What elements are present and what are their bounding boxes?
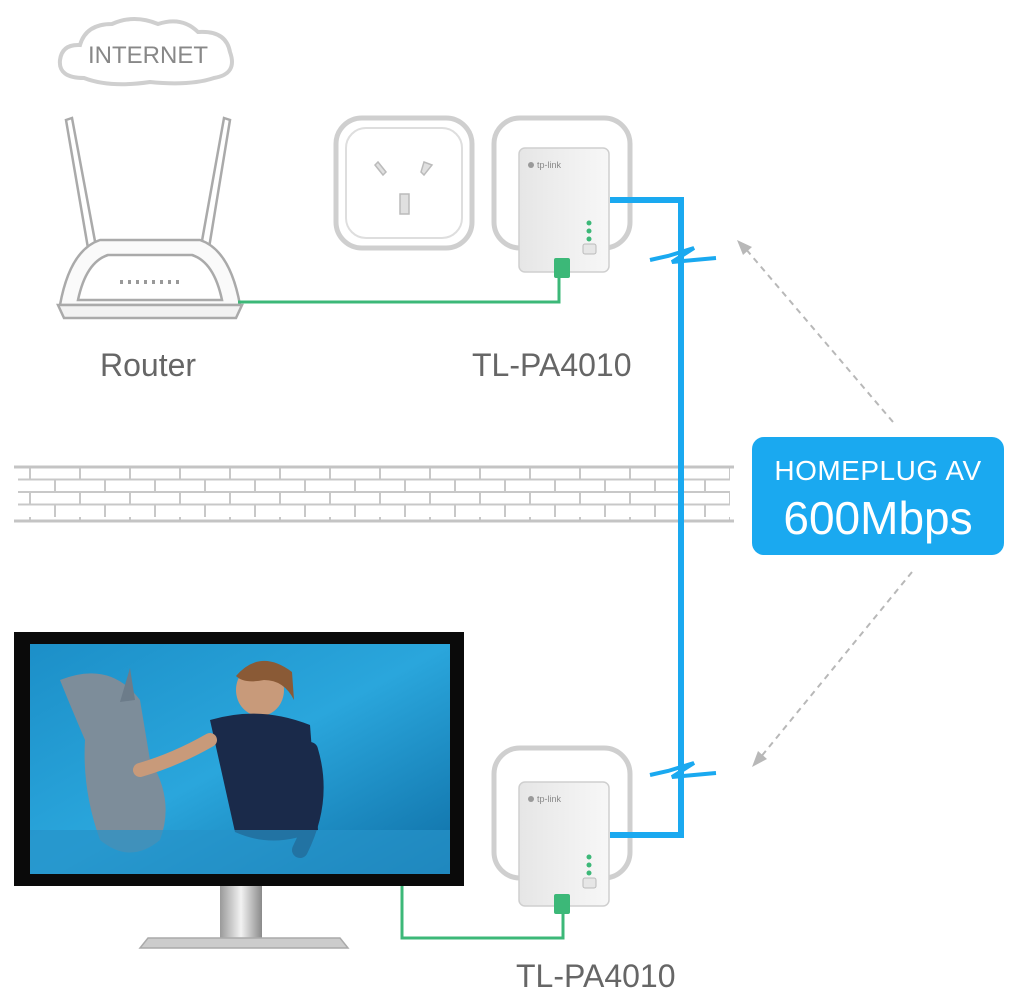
adapter-top-label: TL-PA4010 <box>472 347 632 383</box>
homeplug-speed-badge: HOMEPLUG AV 600Mbps <box>752 437 1004 555</box>
badge-speed: 600Mbps <box>783 492 973 544</box>
adapter-brand-bottom: tp-link <box>537 794 562 804</box>
router-label: Router <box>100 347 197 383</box>
powerline-adapter-icon-bottom <box>491 745 633 914</box>
tv-screen-scene <box>30 660 450 874</box>
internet-label: INTERNET <box>88 42 208 69</box>
powerline-connection <box>610 197 684 838</box>
brick-wall <box>14 465 734 523</box>
lightning-zigzag-icon-top <box>649 246 717 264</box>
dashed-arrow-bottom <box>752 571 913 767</box>
powerline-adapter-icon-top <box>491 115 633 278</box>
badge-standard: HOMEPLUG AV <box>774 455 982 486</box>
dashed-arrow-top <box>737 240 894 423</box>
monitor-icon <box>14 632 464 949</box>
ethernet-cable-bottom <box>400 885 565 940</box>
adapter-bottom-label: TL-PA4010 <box>516 958 676 994</box>
wall-outlet-icon <box>333 115 475 251</box>
cloud-icon <box>57 17 234 87</box>
lightning-zigzag-icon-bottom <box>649 761 717 779</box>
ethernet-cable-top <box>238 278 561 304</box>
adapter-brand-top: tp-link <box>537 160 562 170</box>
router-icon <box>56 116 244 320</box>
